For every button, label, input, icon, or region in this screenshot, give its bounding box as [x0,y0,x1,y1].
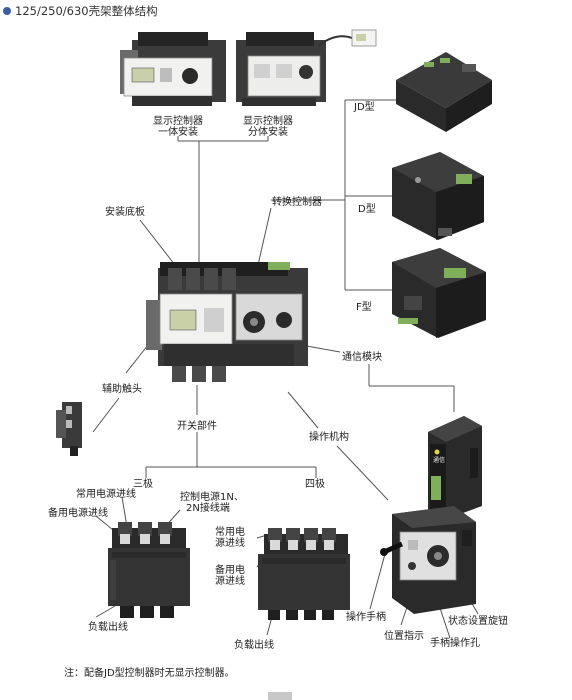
label-controller: 转换控制器 [272,195,322,208]
label-load-out: 负载出线 [88,620,128,633]
label-display-integrated-2: 一体安装 [158,125,198,138]
label-aux-contact: 辅助触头 [102,382,142,395]
label-three-pole: 三极 [133,477,153,490]
label-backup-power-in-4p-1: 备用电 [215,563,245,576]
label-jd-type: JD型 [353,100,375,113]
jd-type-controller-image [396,52,492,132]
label-normal-power-in-4p-2: 源进线 [215,536,245,549]
label-state-knob: 状态设置旋钮 [448,614,508,627]
three-pole-switch-image [108,522,190,618]
label-load-out-4p: 负载出线 [234,638,274,651]
f-type-controller-image [392,248,486,338]
display-controller-integrated-image [120,32,226,106]
label-display-integrated-1: 显示控制器 [153,114,203,127]
footnote: 注：配备JD型控制器时无显示控制器。 [64,666,235,679]
label-d-type: D型 [358,202,376,215]
label-ctrl-power-1: 控制电源1N、 [180,490,244,503]
page-footer-bar [268,692,292,700]
operating-mechanism-image [380,506,476,614]
label-normal-power-in: 常用电源进线 [76,487,136,500]
label-ctrl-power-2: 2N接线端 [186,501,230,514]
label-operating-mech: 操作机构 [309,430,349,443]
label-four-pole: 四极 [305,477,325,490]
aux-contact-image [56,402,82,456]
label-base-plate: 安装底板 [105,205,145,218]
comm-device-label: 通信 [433,456,445,464]
label-switch-part: 开关部件 [177,419,217,432]
label-backup-power-in: 备用电源进线 [48,506,108,519]
label-normal-power-in-4p-1: 常用电 [215,525,245,538]
label-pos-indicator: 位置指示 [384,629,424,642]
label-backup-power-in-4p-2: 源进线 [215,574,245,587]
label-comm-module: 通信模块 [342,351,382,363]
display-controller-separate-image [236,29,377,106]
label-display-separate-1: 显示控制器 [243,114,293,127]
label-f-type: F型 [356,300,372,313]
page-title: 125/250/630壳架整体结构 [15,4,158,18]
label-display-separate-2: 分体安装 [248,125,288,138]
d-type-controller-image [392,152,484,240]
four-pole-switch-image [258,528,350,620]
label-handle: 操作手柄 [346,610,386,623]
label-handle-hole: 手柄操作孔 [430,636,480,649]
comm-module-image: 通信 [428,416,482,520]
main-transfer-switch-image [146,262,308,382]
title-bullet-icon [3,7,11,15]
